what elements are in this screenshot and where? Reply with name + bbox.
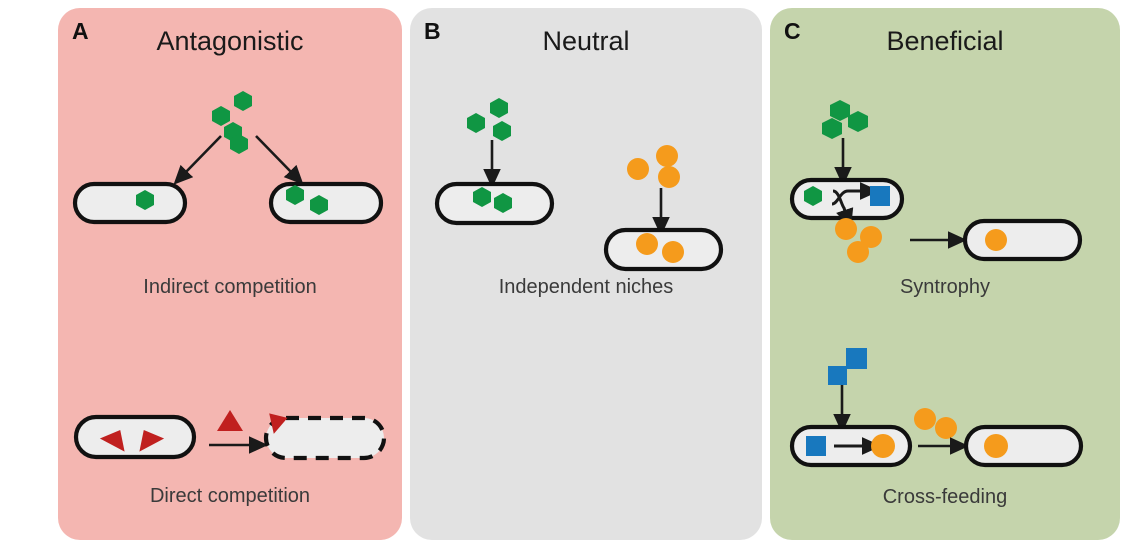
green-hexagon-icon xyxy=(212,106,230,126)
green-hexagon-icon xyxy=(286,185,304,205)
blue-square-icon xyxy=(870,186,890,206)
orange-circle-icon xyxy=(914,408,936,430)
orange-circle-icon xyxy=(658,166,680,188)
caption-indirect-competition: Indirect competition xyxy=(143,276,317,298)
panel-c-graphics-crossfeeding xyxy=(789,348,1084,468)
bacterial-cell-orange-niche xyxy=(603,227,724,272)
bacterial-cell-lysed xyxy=(263,413,387,461)
orange-circle-icon xyxy=(847,241,869,263)
bacterial-cell-producer-syntrophy xyxy=(789,177,905,229)
panel-letter-b: B xyxy=(424,18,441,44)
bacterial-cell-attacker xyxy=(73,414,197,460)
orange-circle-icon xyxy=(935,417,957,439)
green-hexagon-group-free xyxy=(467,98,511,141)
arrow-to-right-cell xyxy=(255,135,304,185)
caption-direct-competition: Direct competition xyxy=(149,485,311,507)
red-triangle-icon xyxy=(99,430,125,452)
panel-title-antagonistic: Antagonistic xyxy=(156,26,304,56)
panel-a-graphics xyxy=(72,91,384,225)
green-hexagon-icon xyxy=(310,195,328,215)
green-hexagon-icon xyxy=(467,113,485,133)
bacterial-cell-green-niche xyxy=(434,181,555,226)
bacterial-cell-consumer-syntrophy xyxy=(962,218,1083,262)
green-hexagon-icon xyxy=(493,121,511,141)
caption-independent-niches: Independent niches xyxy=(498,276,674,298)
orange-circle-icon xyxy=(627,158,649,180)
arrow-to-left-cell xyxy=(173,135,222,185)
bacterial-cell-right xyxy=(268,181,384,225)
blue-square-icon xyxy=(828,366,847,385)
bacterial-cell-consumer-crossfeeding xyxy=(963,424,1084,468)
panel-neutral: B Neutral xyxy=(410,8,762,540)
arrow-conversion-to-orange xyxy=(832,189,854,229)
blue-square-icon xyxy=(806,436,826,456)
green-hexagon-icon xyxy=(490,98,508,118)
red-triangle-icon xyxy=(269,413,288,434)
panel-beneficial: C Beneficial xyxy=(770,8,1120,540)
panel-antagonistic: A Antagonistic xyxy=(58,8,402,540)
orange-circle-icon xyxy=(636,233,658,255)
green-hexagon-icon xyxy=(473,187,491,207)
panel-c-graphics-syntrophy xyxy=(789,100,1083,263)
green-hexagon-icon xyxy=(230,134,248,154)
orange-circle-icon xyxy=(662,241,684,263)
orange-circle-icon xyxy=(835,218,857,240)
green-hexagon-icon xyxy=(848,111,868,132)
panel-a-graphics-lower xyxy=(73,410,387,461)
green-hexagon-icon xyxy=(494,193,512,213)
caption-syntrophy: Syntrophy xyxy=(899,276,991,298)
orange-circle-icon xyxy=(984,434,1008,458)
caption-cross-feeding: Cross-feeding xyxy=(882,486,1008,508)
bacterial-cell-producer-crossfeeding xyxy=(789,424,913,468)
red-triangle-icon xyxy=(139,430,165,452)
orange-circle-group-excreted xyxy=(835,218,882,263)
panel-letter-c: C xyxy=(784,18,801,44)
panel-title-neutral: Neutral xyxy=(542,26,630,56)
orange-circle-group-free xyxy=(627,145,680,188)
orange-circle-icon xyxy=(860,226,882,248)
bacterial-cell-left xyxy=(72,181,188,225)
green-hexagon-group-free xyxy=(822,100,868,139)
panel-title-beneficial: Beneficial xyxy=(886,26,1004,56)
blue-square-icon xyxy=(846,348,867,369)
green-hexagon-group-free xyxy=(212,91,252,154)
green-hexagon-icon xyxy=(136,190,154,210)
red-triangle-icon xyxy=(217,410,243,431)
orange-circle-group-excreted xyxy=(914,408,957,439)
green-hexagon-icon xyxy=(822,118,842,139)
green-hexagon-icon xyxy=(234,91,252,111)
orange-circle-icon xyxy=(985,229,1007,251)
green-hexagon-icon xyxy=(804,186,822,206)
orange-circle-icon xyxy=(656,145,678,167)
orange-circle-icon xyxy=(871,434,895,458)
green-hexagon-icon xyxy=(830,100,850,121)
panel-b-graphics xyxy=(434,98,724,272)
panel-letter-a: A xyxy=(72,18,89,44)
blue-square-group-free xyxy=(828,348,867,385)
